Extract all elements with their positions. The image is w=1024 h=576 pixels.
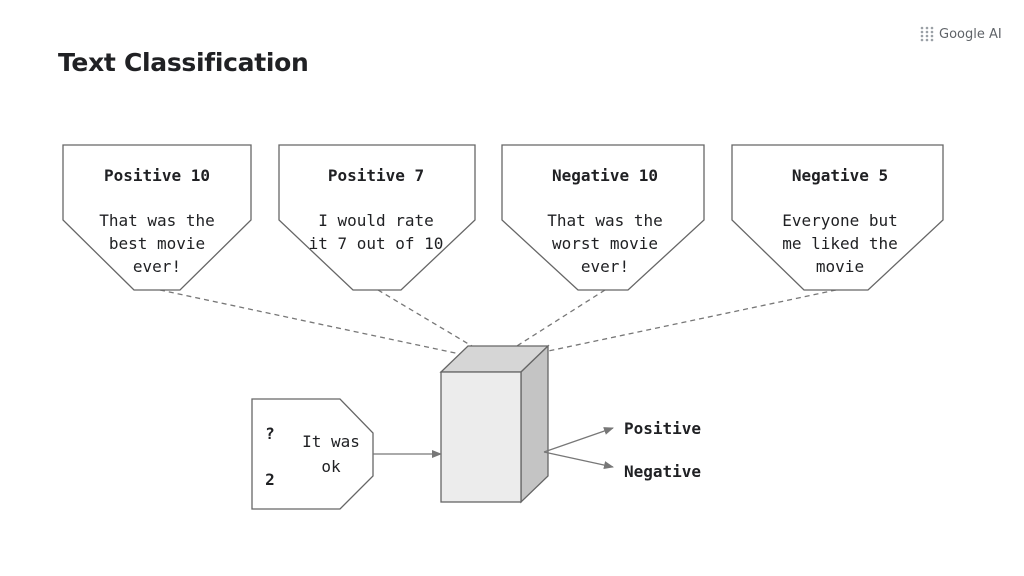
example-text-line: Everyone but [782,211,898,230]
example-text-line: it 7 out of 10 [309,234,444,253]
slide-title: Text Classification [58,48,309,77]
output-arrow-negative [543,451,614,469]
example-text-line: ever! [133,257,181,276]
example-text-line: movie [816,257,864,276]
input-text-line: ok [321,457,341,476]
model-box-side [520,344,549,504]
logo-text: Google AI [939,26,1002,42]
google-ai-logo: Google AI [919,25,1002,43]
example-text-line: me liked the [782,234,898,253]
example-card: Negative 5 Everyone but me liked the mov… [731,144,944,291]
example-text-line: I would rate [318,211,434,230]
output-arrow-positive [543,427,614,453]
example-card: Negative 10 That was the worst movie eve… [501,144,705,291]
example-text-line: That was the [99,211,215,230]
output-positive-label: Positive [624,419,701,438]
training-arrow-4 [505,289,837,363]
example-card: Positive 7 I would rate it 7 out of 10 [278,144,476,291]
input-label-bottom: 2 [265,470,275,489]
training-arrow-1 [159,289,489,363]
example-card: Positive 10 That was the best movie ever… [62,144,252,291]
training-arrow-3 [497,289,606,359]
input-card: ? 2 It was ok [251,398,374,510]
input-label-top: ? [265,424,275,443]
example-text-line: ever! [581,257,629,276]
model-box-front [440,371,522,503]
example-label: Positive 7 [328,166,424,185]
model-box [439,344,550,504]
google-ai-dots-icon [920,26,934,42]
example-text-line: best movie [109,234,205,253]
example-text-line: That was the [547,211,663,230]
example-label: Negative 5 [792,166,888,185]
input-text-line: It was [302,432,360,451]
output-negative-label: Negative [624,462,701,481]
example-label: Positive 10 [104,166,210,185]
example-label: Negative 10 [552,166,658,185]
example-text-line: worst movie [552,234,658,253]
